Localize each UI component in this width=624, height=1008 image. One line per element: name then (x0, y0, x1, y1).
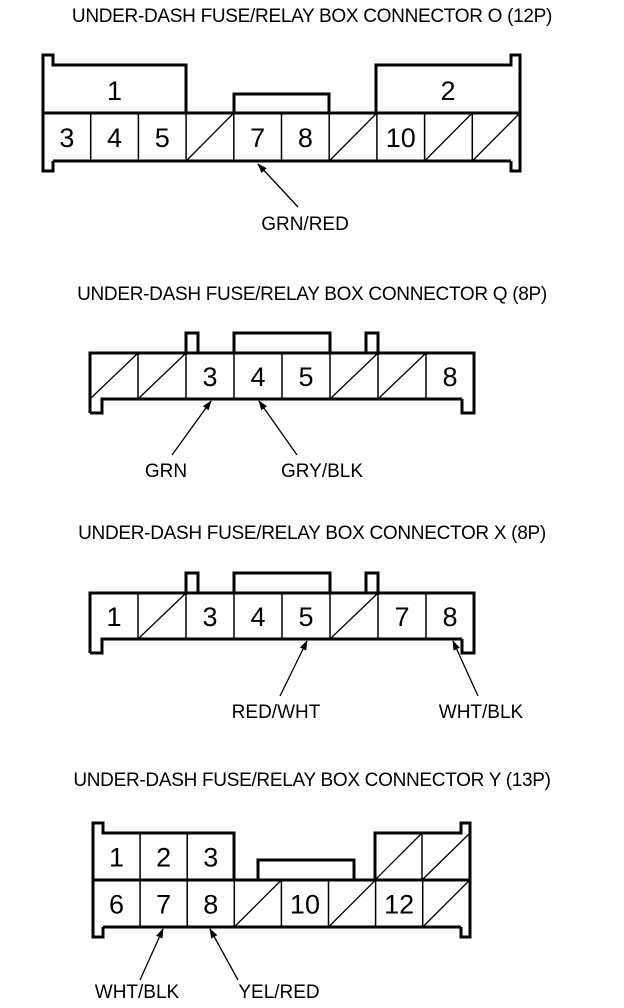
connector-x-title: UNDER-DASH FUSE/RELAY BOX CONNECTOR X (8… (78, 523, 546, 544)
wire-color-label: GRN/RED (261, 214, 349, 235)
pin-10-label: 10 (290, 890, 320, 920)
connector-y-shell-left (91, 821, 236, 939)
blank-cavity-hatch (138, 353, 186, 399)
connector-q-title: UNDER-DASH FUSE/RELAY BOX CONNECTOR Q (8… (77, 284, 547, 305)
wire-pointer-arrow (452, 640, 479, 697)
connector-x-bottom (90, 637, 462, 655)
pin-8-label: 8 (442, 602, 457, 632)
pin-4-label: 4 (250, 362, 265, 392)
blank-cavity-hatch (425, 113, 472, 161)
pin-2-label: 2 (440, 76, 455, 106)
blank-cavity-hatch (375, 833, 422, 880)
pin-4-label: 4 (107, 123, 122, 153)
pin-7-label: 7 (394, 602, 409, 632)
connector-x-lock-tab (232, 571, 332, 593)
pin-3-label: 3 (202, 362, 217, 392)
connector-y-title: UNDER-DASH FUSE/RELAY BOX CONNECTOR Y (1… (73, 770, 551, 791)
blank-cavity-hatch (90, 353, 138, 399)
pin-8-label: 8 (203, 890, 218, 920)
pin-7-label: 7 (156, 890, 171, 920)
pin-4-label: 4 (250, 602, 265, 632)
blank-cavity-hatch (186, 113, 234, 161)
blank-cavity-hatch (330, 353, 378, 399)
pin-8-label: 8 (442, 362, 457, 392)
blank-cavity-hatch (329, 880, 376, 927)
pin-3-label: 3 (59, 123, 74, 153)
pin-1-label: 1 (109, 843, 124, 873)
pin-2-label: 2 (156, 843, 171, 873)
pin-3-label: 3 (202, 602, 217, 632)
pin-8-label: 8 (298, 123, 313, 153)
connector-y-shell-right (373, 821, 472, 939)
wire-color-label: YEL/RED (238, 982, 319, 1003)
pin-5-label: 5 (298, 362, 313, 392)
wire-color-label: RED/WHT (232, 702, 321, 723)
connector-o-shell-left (41, 53, 188, 173)
blank-cavity-hatch (422, 833, 470, 880)
wire-color-label: GRN (145, 461, 187, 482)
wire-color-label: GRY/BLK (281, 461, 363, 482)
connector-o-lock-tab (232, 92, 331, 113)
pin-5-label: 5 (155, 123, 170, 153)
connector-q-lock-tab (232, 331, 332, 353)
wire-pointer-arrow (209, 928, 239, 981)
pin-7-label: 7 (250, 123, 265, 153)
pin-5-label: 5 (298, 602, 313, 632)
connector-y-lock-tab (256, 858, 356, 880)
wire-pointer-arrow (258, 400, 298, 456)
pin-6-label: 6 (109, 890, 124, 920)
wire-pointer-arrow (279, 640, 308, 697)
blank-cavity-hatch (329, 113, 377, 161)
blank-cavity-hatch (234, 880, 281, 927)
wire-color-label: WHT/BLK (439, 702, 524, 723)
wire-pointer-arrow (257, 163, 299, 208)
blank-cavity-hatch (330, 593, 378, 639)
wire-pointer-arrow (139, 928, 164, 981)
wire-pointer-arrow (171, 400, 212, 456)
pin-1-label: 1 (107, 76, 122, 106)
blank-cavity-hatch (138, 593, 186, 639)
blank-cavity-hatch (423, 880, 470, 927)
pin-12-label: 12 (384, 890, 414, 920)
connector-o-title: UNDER-DASH FUSE/RELAY BOX CONNECTOR O (1… (71, 6, 553, 27)
pin-3-label: 3 (203, 843, 218, 873)
connector-o-shell-right (374, 53, 522, 173)
blank-cavity-hatch (378, 353, 426, 399)
blank-cavity-hatch (472, 113, 520, 161)
pin-1-label: 1 (106, 602, 121, 632)
wire-color-label: WHT/BLK (95, 982, 180, 1003)
pin-10-label: 10 (386, 123, 416, 153)
connector-q-bottom (90, 397, 462, 415)
